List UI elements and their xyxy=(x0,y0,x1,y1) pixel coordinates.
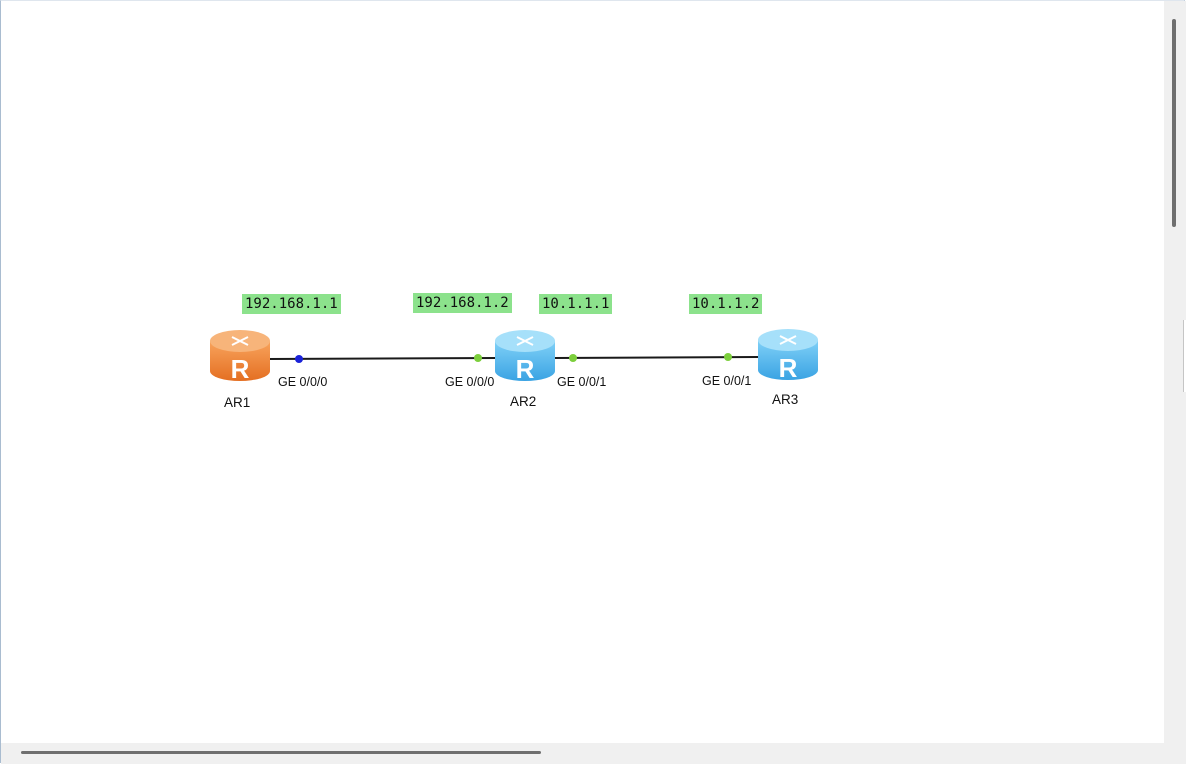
device-label-ar1: AR1 xyxy=(224,395,251,410)
router-ar3[interactable]: R xyxy=(758,329,818,383)
port-label-ar2-ge000: GE 0/0/0 xyxy=(445,375,495,389)
port-dot-ar2-ge001[interactable] xyxy=(569,354,577,362)
router-arrows-icon xyxy=(779,335,797,345)
device-label-ar3: AR3 xyxy=(772,392,799,407)
topology-canvas[interactable]: R R R 192.168.1.1 19 xyxy=(2,2,1164,743)
router-ar1[interactable]: R xyxy=(210,330,270,384)
side-panel-edge[interactable] xyxy=(1183,320,1187,392)
vertical-scrollbar-thumb[interactable] xyxy=(1172,19,1176,227)
router-glyph: R xyxy=(779,353,798,383)
port-label-ar3-ge001: GE 0/0/1 xyxy=(702,374,752,388)
scrollbar-corner xyxy=(1164,743,1186,764)
ip-label-ar1-ge000[interactable]: 192.168.1.1 xyxy=(242,294,341,314)
router-arrows-icon xyxy=(516,336,534,346)
ip-label-ar2-ge000[interactable]: 192.168.1.2 xyxy=(413,293,512,313)
router-arrows-icon xyxy=(231,336,249,346)
device-label-ar2: AR2 xyxy=(510,394,537,409)
port-dot-ar1-ge000[interactable] xyxy=(295,355,303,363)
router-glyph: R xyxy=(516,354,535,384)
port-dot-ar3-ge001[interactable] xyxy=(724,353,732,361)
port-label-ar2-ge001: GE 0/0/1 xyxy=(557,375,607,389)
link-ar1-ar2[interactable] xyxy=(267,357,498,360)
horizontal-scrollbar-thumb[interactable] xyxy=(21,751,541,754)
router-glyph: R xyxy=(231,354,250,384)
horizontal-scrollbar[interactable] xyxy=(1,743,1164,764)
router-ar2[interactable]: R xyxy=(495,330,555,384)
topology-diagram: R R R xyxy=(210,329,818,384)
port-dot-ar2-ge000[interactable] xyxy=(474,354,482,362)
vertical-scrollbar[interactable] xyxy=(1164,1,1186,743)
port-label-ar1-ge000: GE 0/0/0 xyxy=(278,375,328,389)
ip-label-ar3-ge001[interactable]: 10.1.1.2 xyxy=(689,294,763,314)
ip-label-ar2-ge001[interactable]: 10.1.1.1 xyxy=(539,294,613,314)
